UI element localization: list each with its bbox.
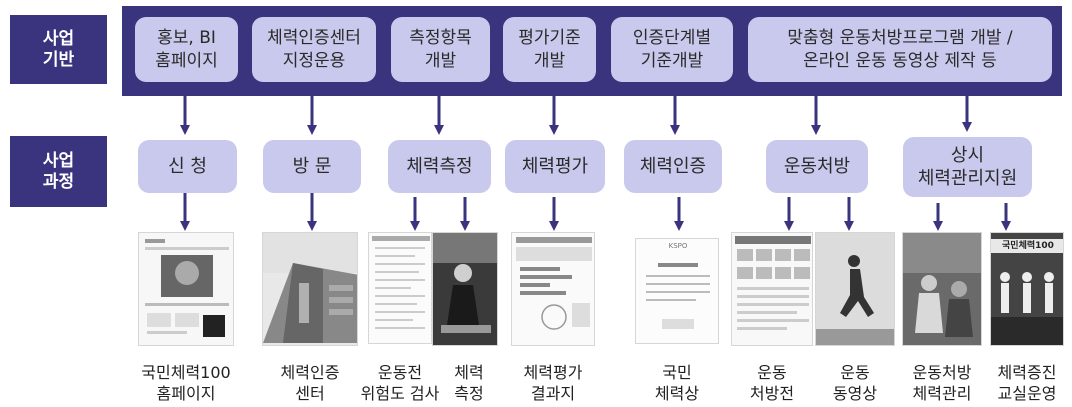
output-caption-award: 국민 체력상 [654, 363, 700, 403]
foundation-item-criteria: 평가기준 개발 [503, 17, 596, 82]
measurement-photo [432, 232, 498, 346]
exercise-video-still [815, 232, 895, 346]
certificate-brand: KSPO [668, 242, 688, 250]
output-caption-report: 체력평가 결과지 [523, 363, 583, 403]
foundation-item-program: 맞춤형 운동처방프로그램 개발 / 온라인 운동 동영상 제작 등 [748, 17, 1052, 82]
evaluation-report [511, 232, 595, 346]
process-step-evaluate: 체력평가 [505, 140, 605, 193]
process-step-prescription: 운동처방 [766, 140, 868, 193]
poster-banner-text: 국민체력100 [991, 239, 1063, 253]
fitness-management-photo [902, 232, 982, 346]
process-step-support: 상시 체력관리지원 [903, 137, 1032, 197]
process-step-measure: 체력측정 [388, 140, 491, 193]
output-caption-measure: 체력 측정 [454, 363, 484, 403]
output-caption-class: 체력증진 교실운영 [997, 363, 1057, 403]
foundation-item-center: 체력인증센터 지정운용 [252, 17, 376, 82]
certificate: KSPO [635, 238, 719, 344]
output-caption-risk: 운동전 위험도 검사 [360, 363, 440, 403]
center-building-photo [262, 232, 358, 346]
fitness-class-photo: 국민체력100 [990, 232, 1064, 346]
process-step-visit: 방 문 [263, 140, 361, 193]
prescription-sheet [731, 232, 813, 346]
foundation-item-promotion: 홍보, BI 홈페이지 [135, 17, 238, 82]
process-step-certify: 체력인증 [624, 140, 722, 193]
output-caption-prescription: 운동 처방전 [749, 363, 795, 403]
foundation-item-cert-standard: 인증단계별 기준개발 [611, 17, 733, 82]
homepage-screenshot [138, 232, 234, 346]
output-caption-homepage: 국민체력100 홈페이지 [141, 363, 231, 403]
risk-screening-form [368, 232, 432, 344]
output-caption-management: 운동처방 체력관리 [912, 363, 972, 403]
foundation-row-label: 사업 기반 [10, 15, 107, 84]
process-row-label: 사업 과정 [10, 136, 107, 207]
output-caption-video: 운동 동영상 [832, 363, 878, 403]
foundation-item-measurement: 측정항목 개발 [391, 17, 490, 82]
output-caption-center: 체력인증 센터 [280, 363, 340, 403]
process-step-apply: 신 청 [138, 140, 237, 193]
